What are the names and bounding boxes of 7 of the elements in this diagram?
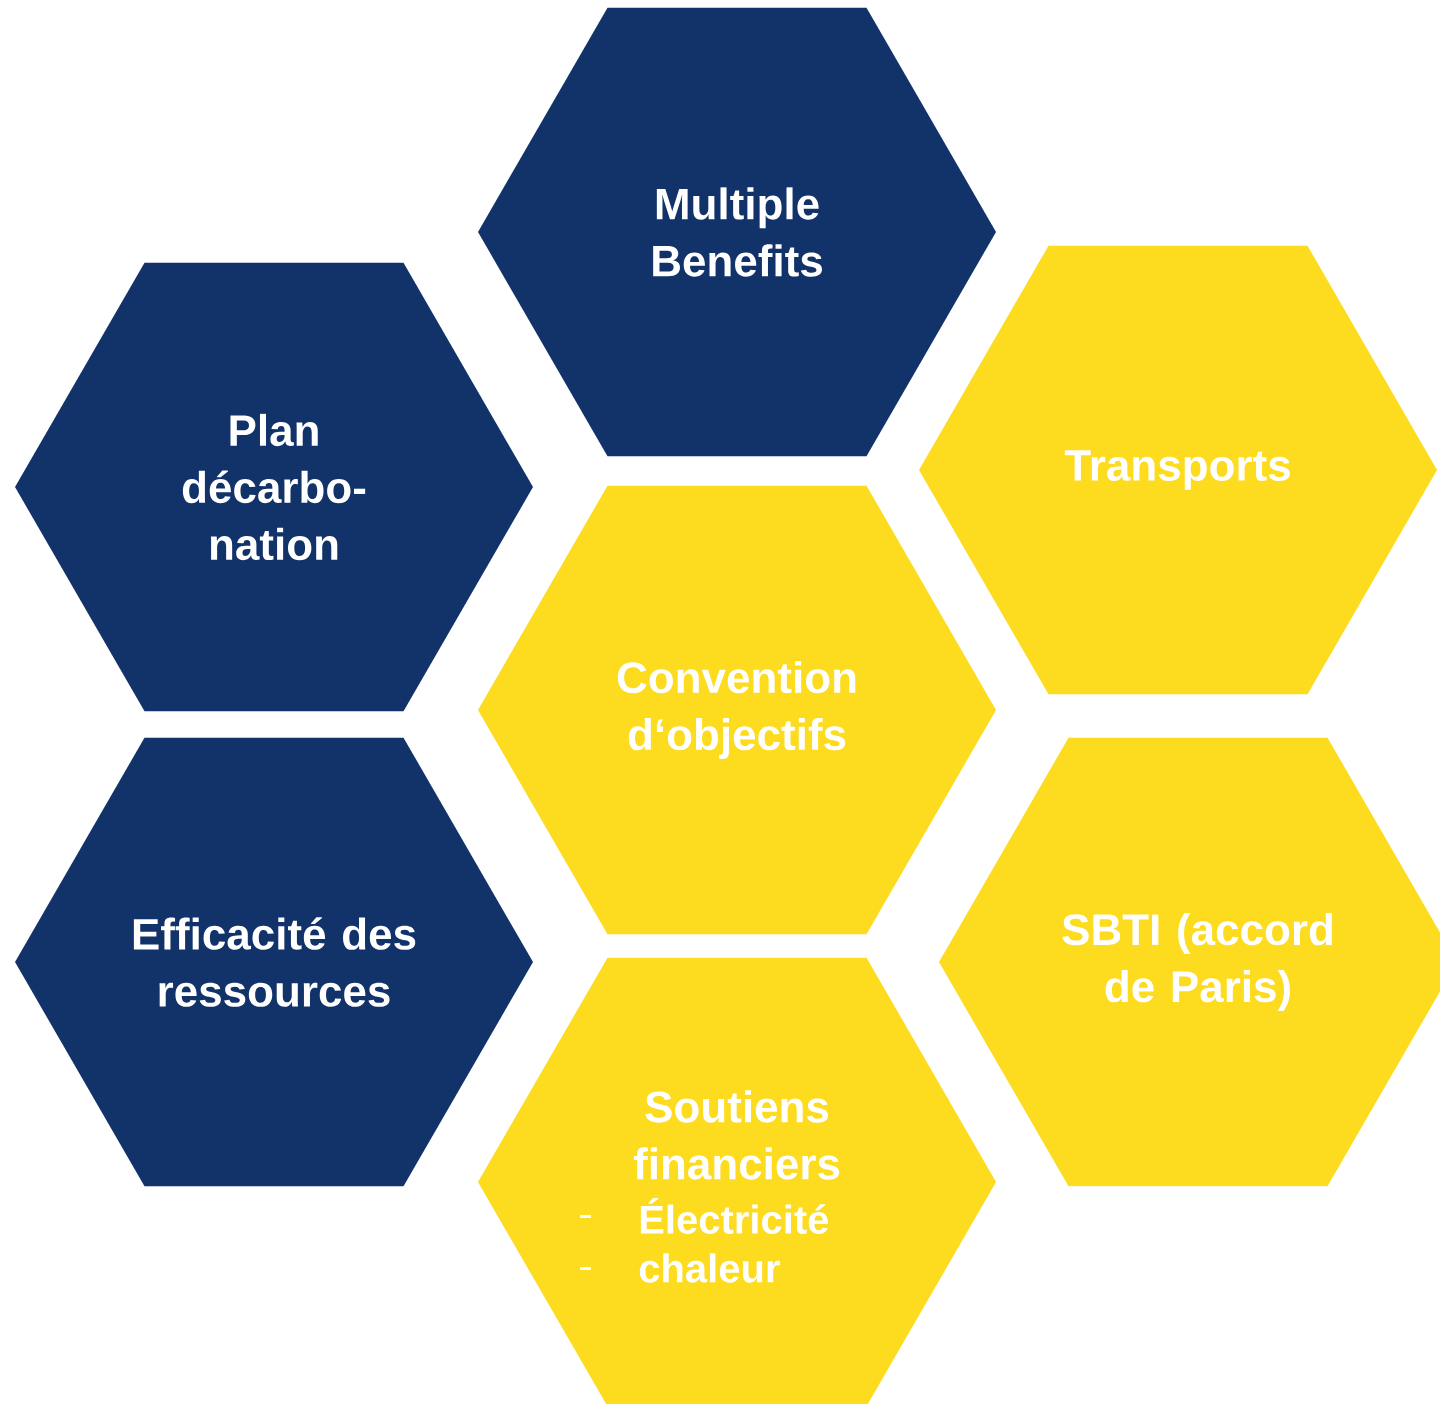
hexagon: SBTI (accord de Paris) xyxy=(939,737,1440,1187)
hexagon: Convention d‘objectifs xyxy=(478,485,996,935)
hexagon: Multiple Benefits xyxy=(478,7,996,457)
hexagon: Plan décarbo- nation xyxy=(15,262,533,712)
hexagon: Transports xyxy=(919,245,1437,695)
hexagon: Efficacité des ressources xyxy=(15,737,533,1187)
hexagon: Soutiens financiers Électricité chaleur xyxy=(478,957,996,1404)
